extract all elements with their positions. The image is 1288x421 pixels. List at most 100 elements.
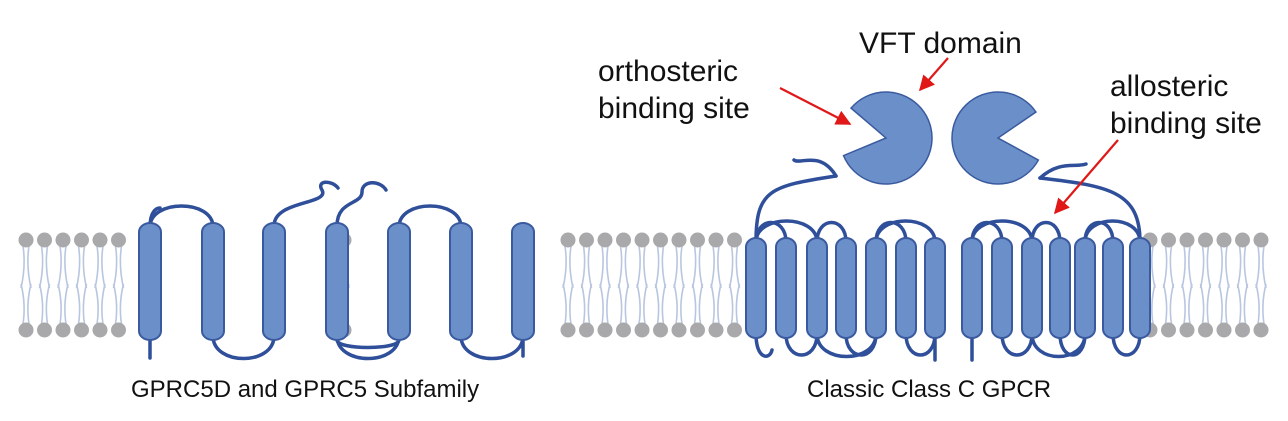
lipid-head [708,232,724,248]
vft-domain [842,91,933,185]
lipid-tail [1255,245,1267,289]
transmembrane-helix [1074,237,1096,339]
lipid-tail [1181,245,1193,289]
lipid-head [37,322,52,338]
extracellular-loop [815,220,848,244]
extracellular-loop [1030,220,1062,244]
annotation-arrows [779,57,1119,215]
extracellular-loop [970,220,1004,244]
lipid-head [579,232,594,248]
extracellular-hook [335,181,388,228]
lipid-head [727,322,742,338]
lipid-head [690,322,705,338]
vft-domains [842,91,1040,185]
red-arrow-icon [1053,139,1119,215]
lipid-tail [1255,283,1267,325]
lipid-head [1216,322,1232,338]
lipid-head [1253,232,1269,248]
right-caption: Classic Class C GPCR [807,376,1051,403]
lipid-tail [20,283,32,325]
transmembrane-helix [449,222,473,341]
lipid-tail [728,283,741,325]
transmembrane-helix [775,237,797,339]
lipid-head [1179,232,1195,248]
lipid-tail [1218,245,1230,289]
lipid-head [653,232,668,248]
lipid-tail [57,245,69,289]
transmembrane-helix [201,222,225,341]
n-terminus-linker [1038,176,1142,244]
lipid-tail [1236,283,1249,325]
lipid-tail [1181,283,1193,325]
lipid-tail [1218,283,1230,325]
loops [148,158,1142,362]
lipid-tail [710,283,722,325]
lipid-head [634,322,650,338]
intracellular-loop [1000,332,1034,357]
transmembrane-helix [865,237,887,339]
lipid-head [1253,322,1269,338]
lipid-tail [691,245,704,289]
lipid-head [1161,322,1176,338]
lipid-head [560,232,576,248]
transmembrane-helices [138,222,1151,341]
lipid-tail [1236,245,1249,289]
transmembrane-helix [835,237,857,339]
lipid-tail [562,245,574,289]
transmembrane-helix [895,237,917,339]
orthosteric-label-line2: binding site [598,92,750,125]
lipid-tail [580,245,593,289]
lipid-head [92,322,108,338]
lipid-tail [617,283,630,325]
lipid-tail [636,245,648,289]
transmembrane-helix [262,222,286,341]
transmembrane-helix [924,237,946,339]
lipid-tail [57,283,69,325]
lipid-head [671,232,687,248]
left-caption: GPRC5D and GPRC5 Subfamily [131,376,479,403]
transmembrane-helix [745,237,767,339]
transmembrane-helix [991,237,1013,339]
lipid-bilayer [18,232,1269,338]
allosteric-label-line2: binding site [1110,107,1262,140]
n-terminus-linker [754,174,838,244]
lipid-head [55,232,71,248]
lipid-tail [1199,245,1212,289]
transmembrane-helix [387,222,411,341]
lipid-head [653,322,668,338]
lipid-tail [654,283,667,325]
lipid-head [616,232,631,248]
lipid-tail [112,245,125,289]
lipid-head [1235,322,1250,338]
lipid-head [37,232,52,248]
lipid-tail [654,245,667,289]
lipid-head [1235,232,1250,248]
lipid-tail [580,283,593,325]
lipid-head [111,232,126,248]
lipid-tail [20,245,32,289]
intracellular-loop [784,332,819,357]
vft-linker [1038,162,1088,180]
lipid-tail [38,245,51,289]
intracellular-loop [459,334,525,361]
extracellular-loop [1083,220,1115,244]
lipid-head [1179,322,1195,338]
lipid-tail [1162,283,1175,325]
extracellular-hook [272,180,340,228]
transmembrane-helix [1102,237,1124,339]
lipid-head [560,322,576,338]
lipid-tail [691,283,704,325]
lipid-tail [75,245,88,289]
lipid-head [111,322,126,338]
extracellular-loop [874,220,908,244]
lipid-head [18,322,34,338]
red-arrow-icon [779,87,852,125]
intracellular-tail [754,332,774,358]
lipid-tail [112,283,125,325]
lipid-head [74,322,89,338]
lipid-tail [599,245,611,289]
lipid-tail [562,283,574,325]
vft-linker [792,158,838,178]
lipid-head [92,232,108,248]
